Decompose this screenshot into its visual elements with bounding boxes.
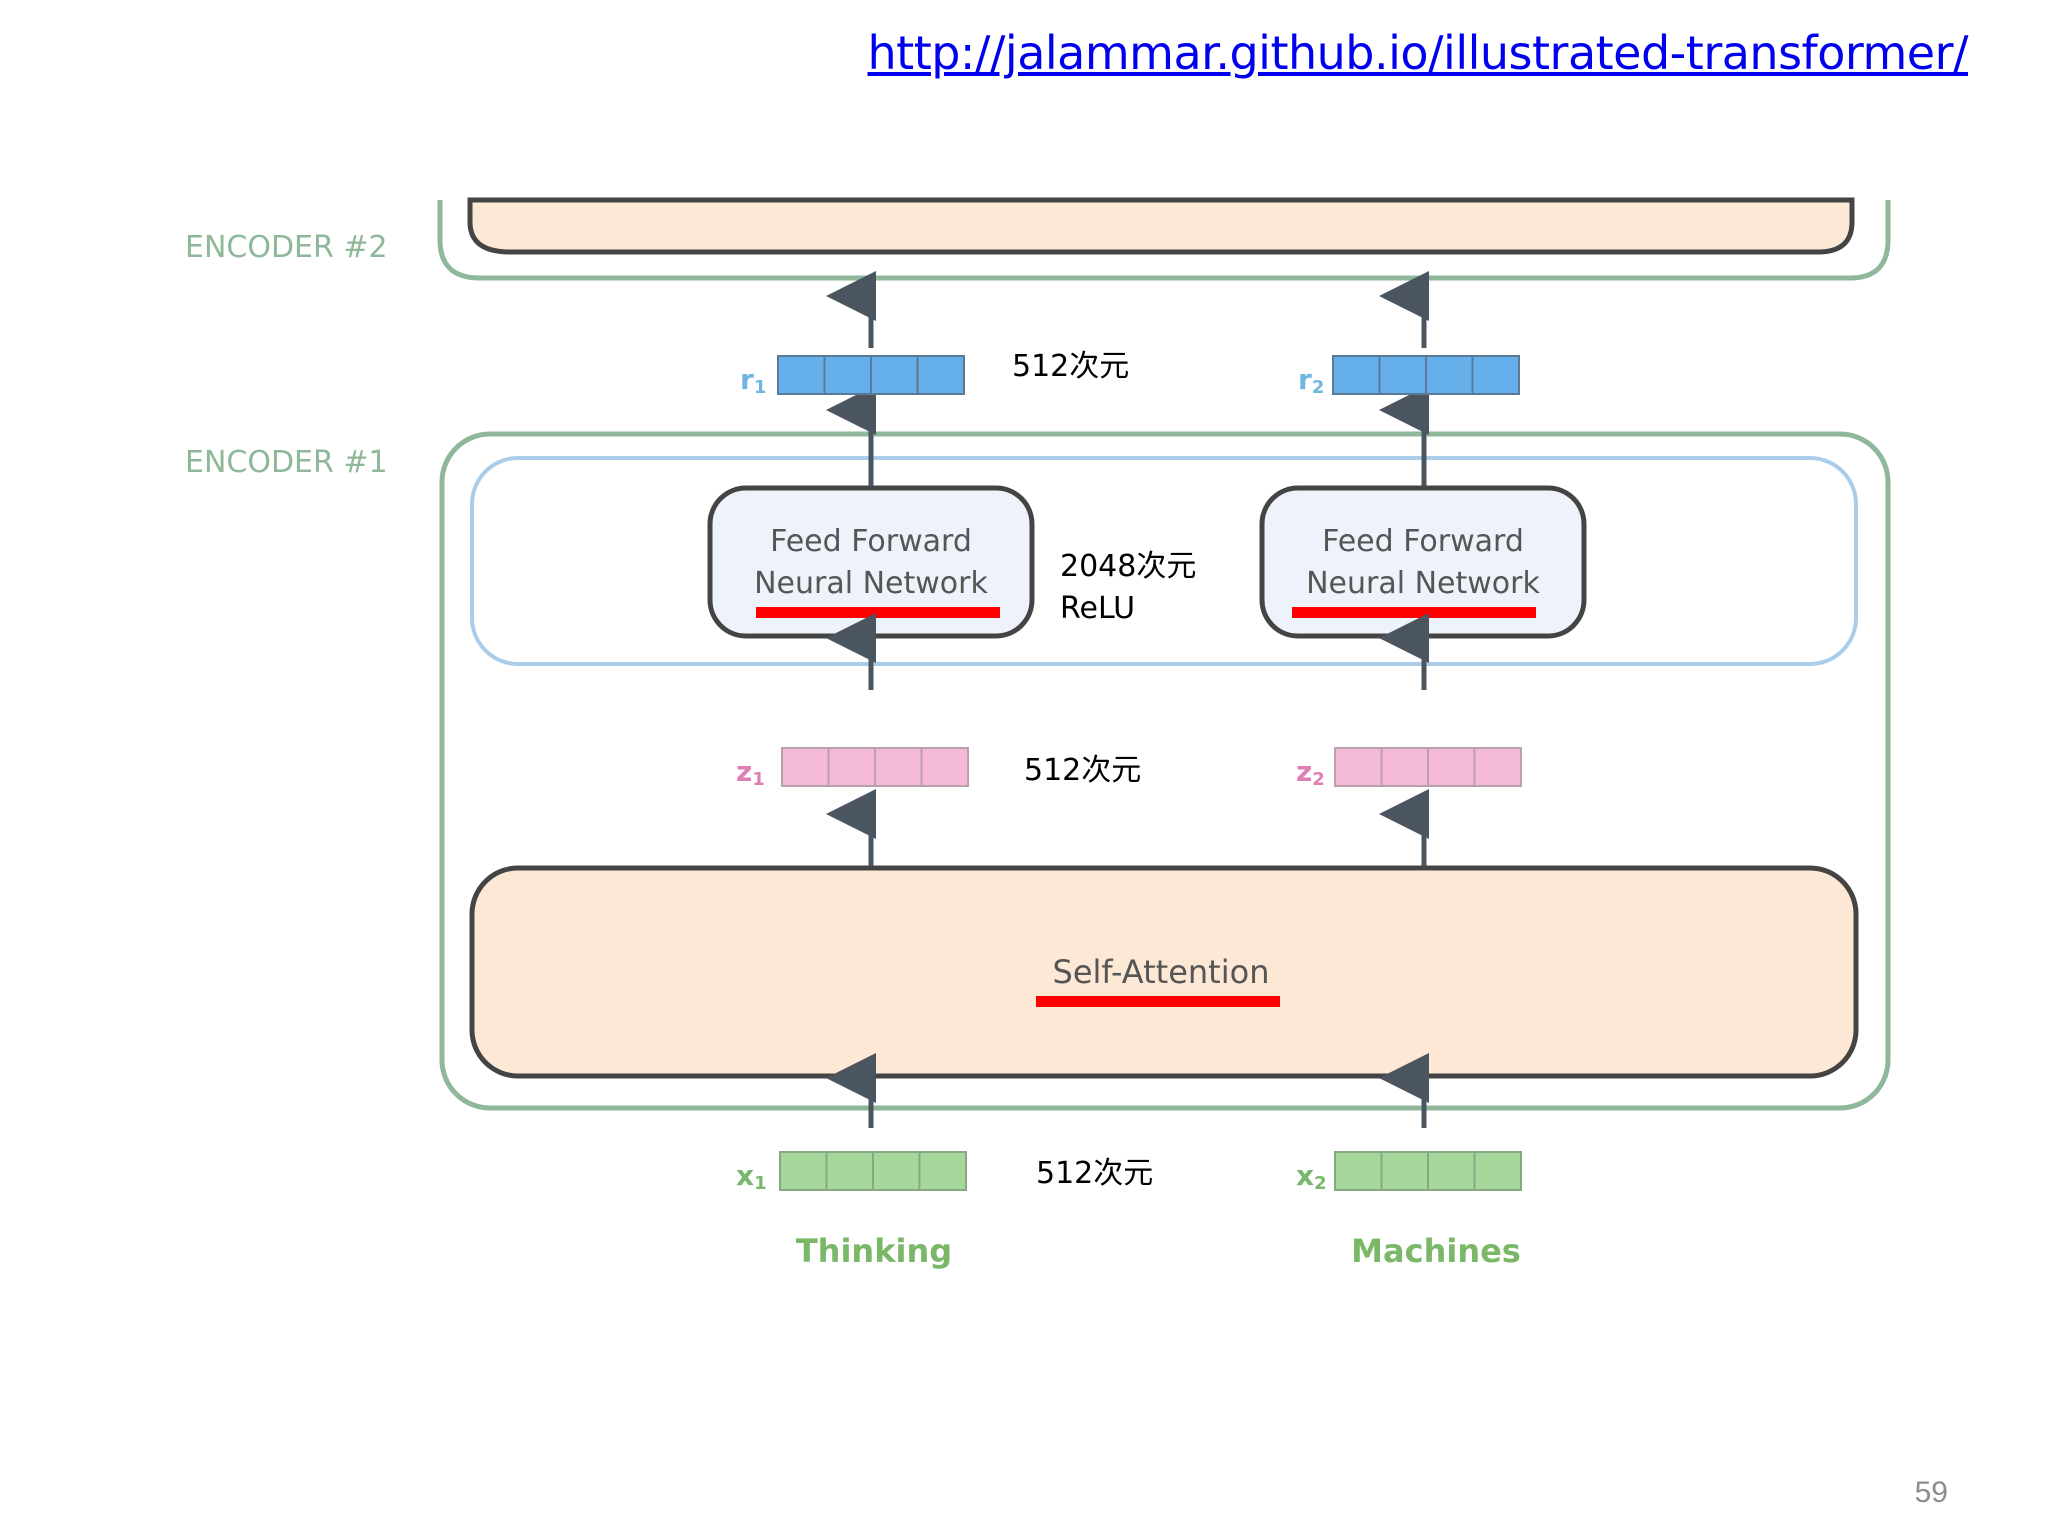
label-z2: z2 [1296, 755, 1325, 790]
vector-r2 [1332, 355, 1520, 395]
encoder1-label: ENCODER #1 [185, 445, 388, 480]
page-number: 59 [1914, 1476, 1948, 1509]
source-url-link[interactable]: http://jalammar.github.io/illustrated-tr… [867, 26, 1969, 80]
vector-x2 [1334, 1151, 1522, 1191]
vector-r1 [777, 355, 965, 395]
annotation-r-dim: 512次元 [1012, 349, 1129, 384]
annotation-ffn-activation: ReLU [1060, 591, 1135, 626]
ffn-box-1-line1: Feed Forward [770, 524, 972, 559]
label-r2: r2 [1298, 363, 1324, 398]
ffn-layer-box [470, 456, 1858, 666]
ffn-box-1-underline [756, 607, 1000, 618]
label-x1: x1 [736, 1159, 767, 1194]
label-x2: x2 [1296, 1159, 1327, 1194]
encoder1-outer-box [439, 431, 1891, 1111]
encoder2-outer-box [437, 200, 1891, 281]
annotation-ffn-dim: 2048次元 [1060, 549, 1196, 584]
annotation-x-dim: 512次元 [1036, 1156, 1153, 1191]
self-attention-underline [1036, 996, 1280, 1007]
encoder2-inner-box [467, 197, 1855, 255]
encoder2-label: ENCODER #2 [185, 230, 388, 265]
label-r1: r1 [740, 363, 766, 398]
vector-z2 [1334, 747, 1522, 787]
word-thinking: Thinking [796, 1232, 952, 1270]
self-attention-label: Self-Attention [1053, 953, 1270, 991]
vector-x1 [779, 1151, 967, 1191]
label-z1: z1 [736, 755, 765, 790]
annotation-z-dim: 512次元 [1024, 753, 1141, 788]
ffn-box-2-line1: Feed Forward [1322, 524, 1524, 559]
self-attention-box [469, 865, 1859, 1079]
ffn-box-2-underline [1292, 607, 1536, 618]
ffn-box-1-line2: Neural Network [754, 566, 988, 601]
vector-z1 [781, 747, 969, 787]
word-machines: Machines [1351, 1232, 1521, 1270]
ffn-box-2-line2: Neural Network [1306, 566, 1540, 601]
